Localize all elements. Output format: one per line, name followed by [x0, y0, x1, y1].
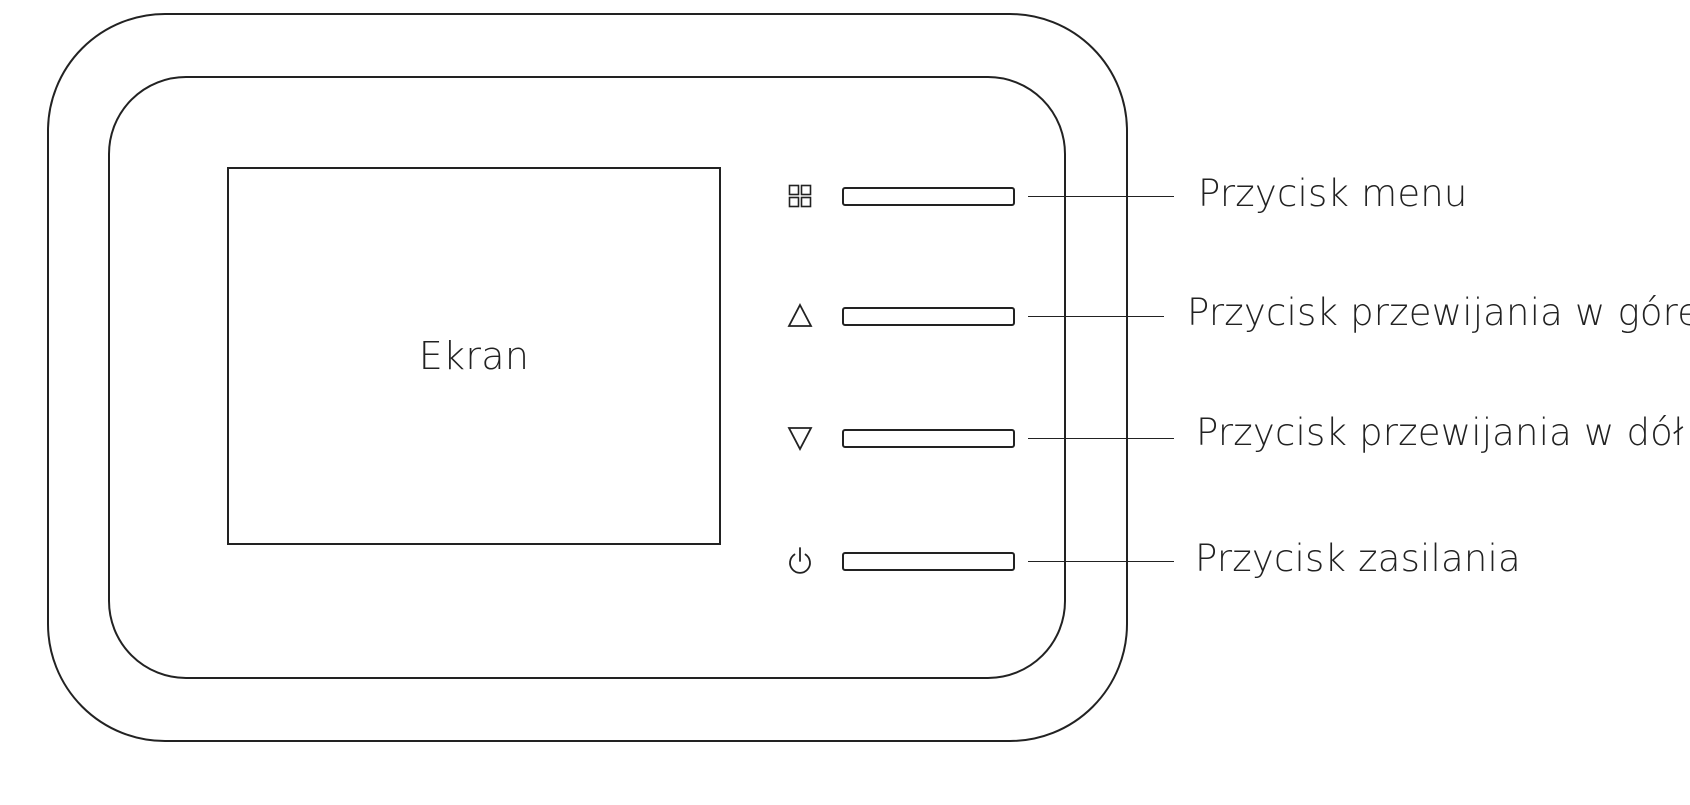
power-leader-line: [1028, 561, 1174, 562]
menu-grid-icon: [780, 181, 820, 211]
scroll-down-leader-line: [1028, 438, 1174, 439]
screen-label: Ekran: [418, 334, 530, 378]
menu-leader-line: [1028, 196, 1174, 197]
power-button[interactable]: [842, 552, 1015, 571]
scroll-up-button-callout: Przycisk przewijania w górę: [1187, 291, 1690, 334]
menu-button-row: [780, 181, 1180, 211]
power-button-row: [780, 546, 1180, 576]
scroll-down-button[interactable]: [842, 429, 1015, 448]
triangle-down-icon: [780, 423, 820, 453]
scroll-up-leader-line: [1028, 316, 1164, 317]
device-inner-frame: [108, 76, 1066, 679]
device-screen: Ekran: [227, 167, 721, 545]
scroll-down-button-row: [780, 423, 1180, 453]
scroll-up-button-row: [780, 301, 1180, 331]
device-outer-frame: [47, 13, 1128, 742]
power-button-callout: Przycisk zasilania: [1195, 537, 1521, 580]
scroll-up-button[interactable]: [842, 307, 1015, 326]
scroll-down-button-callout: Przycisk przewijania w dół: [1196, 411, 1684, 454]
triangle-up-icon: [780, 301, 820, 331]
menu-button-callout: Przycisk menu: [1198, 172, 1468, 215]
power-icon: [780, 546, 820, 576]
menu-button[interactable]: [842, 187, 1015, 206]
